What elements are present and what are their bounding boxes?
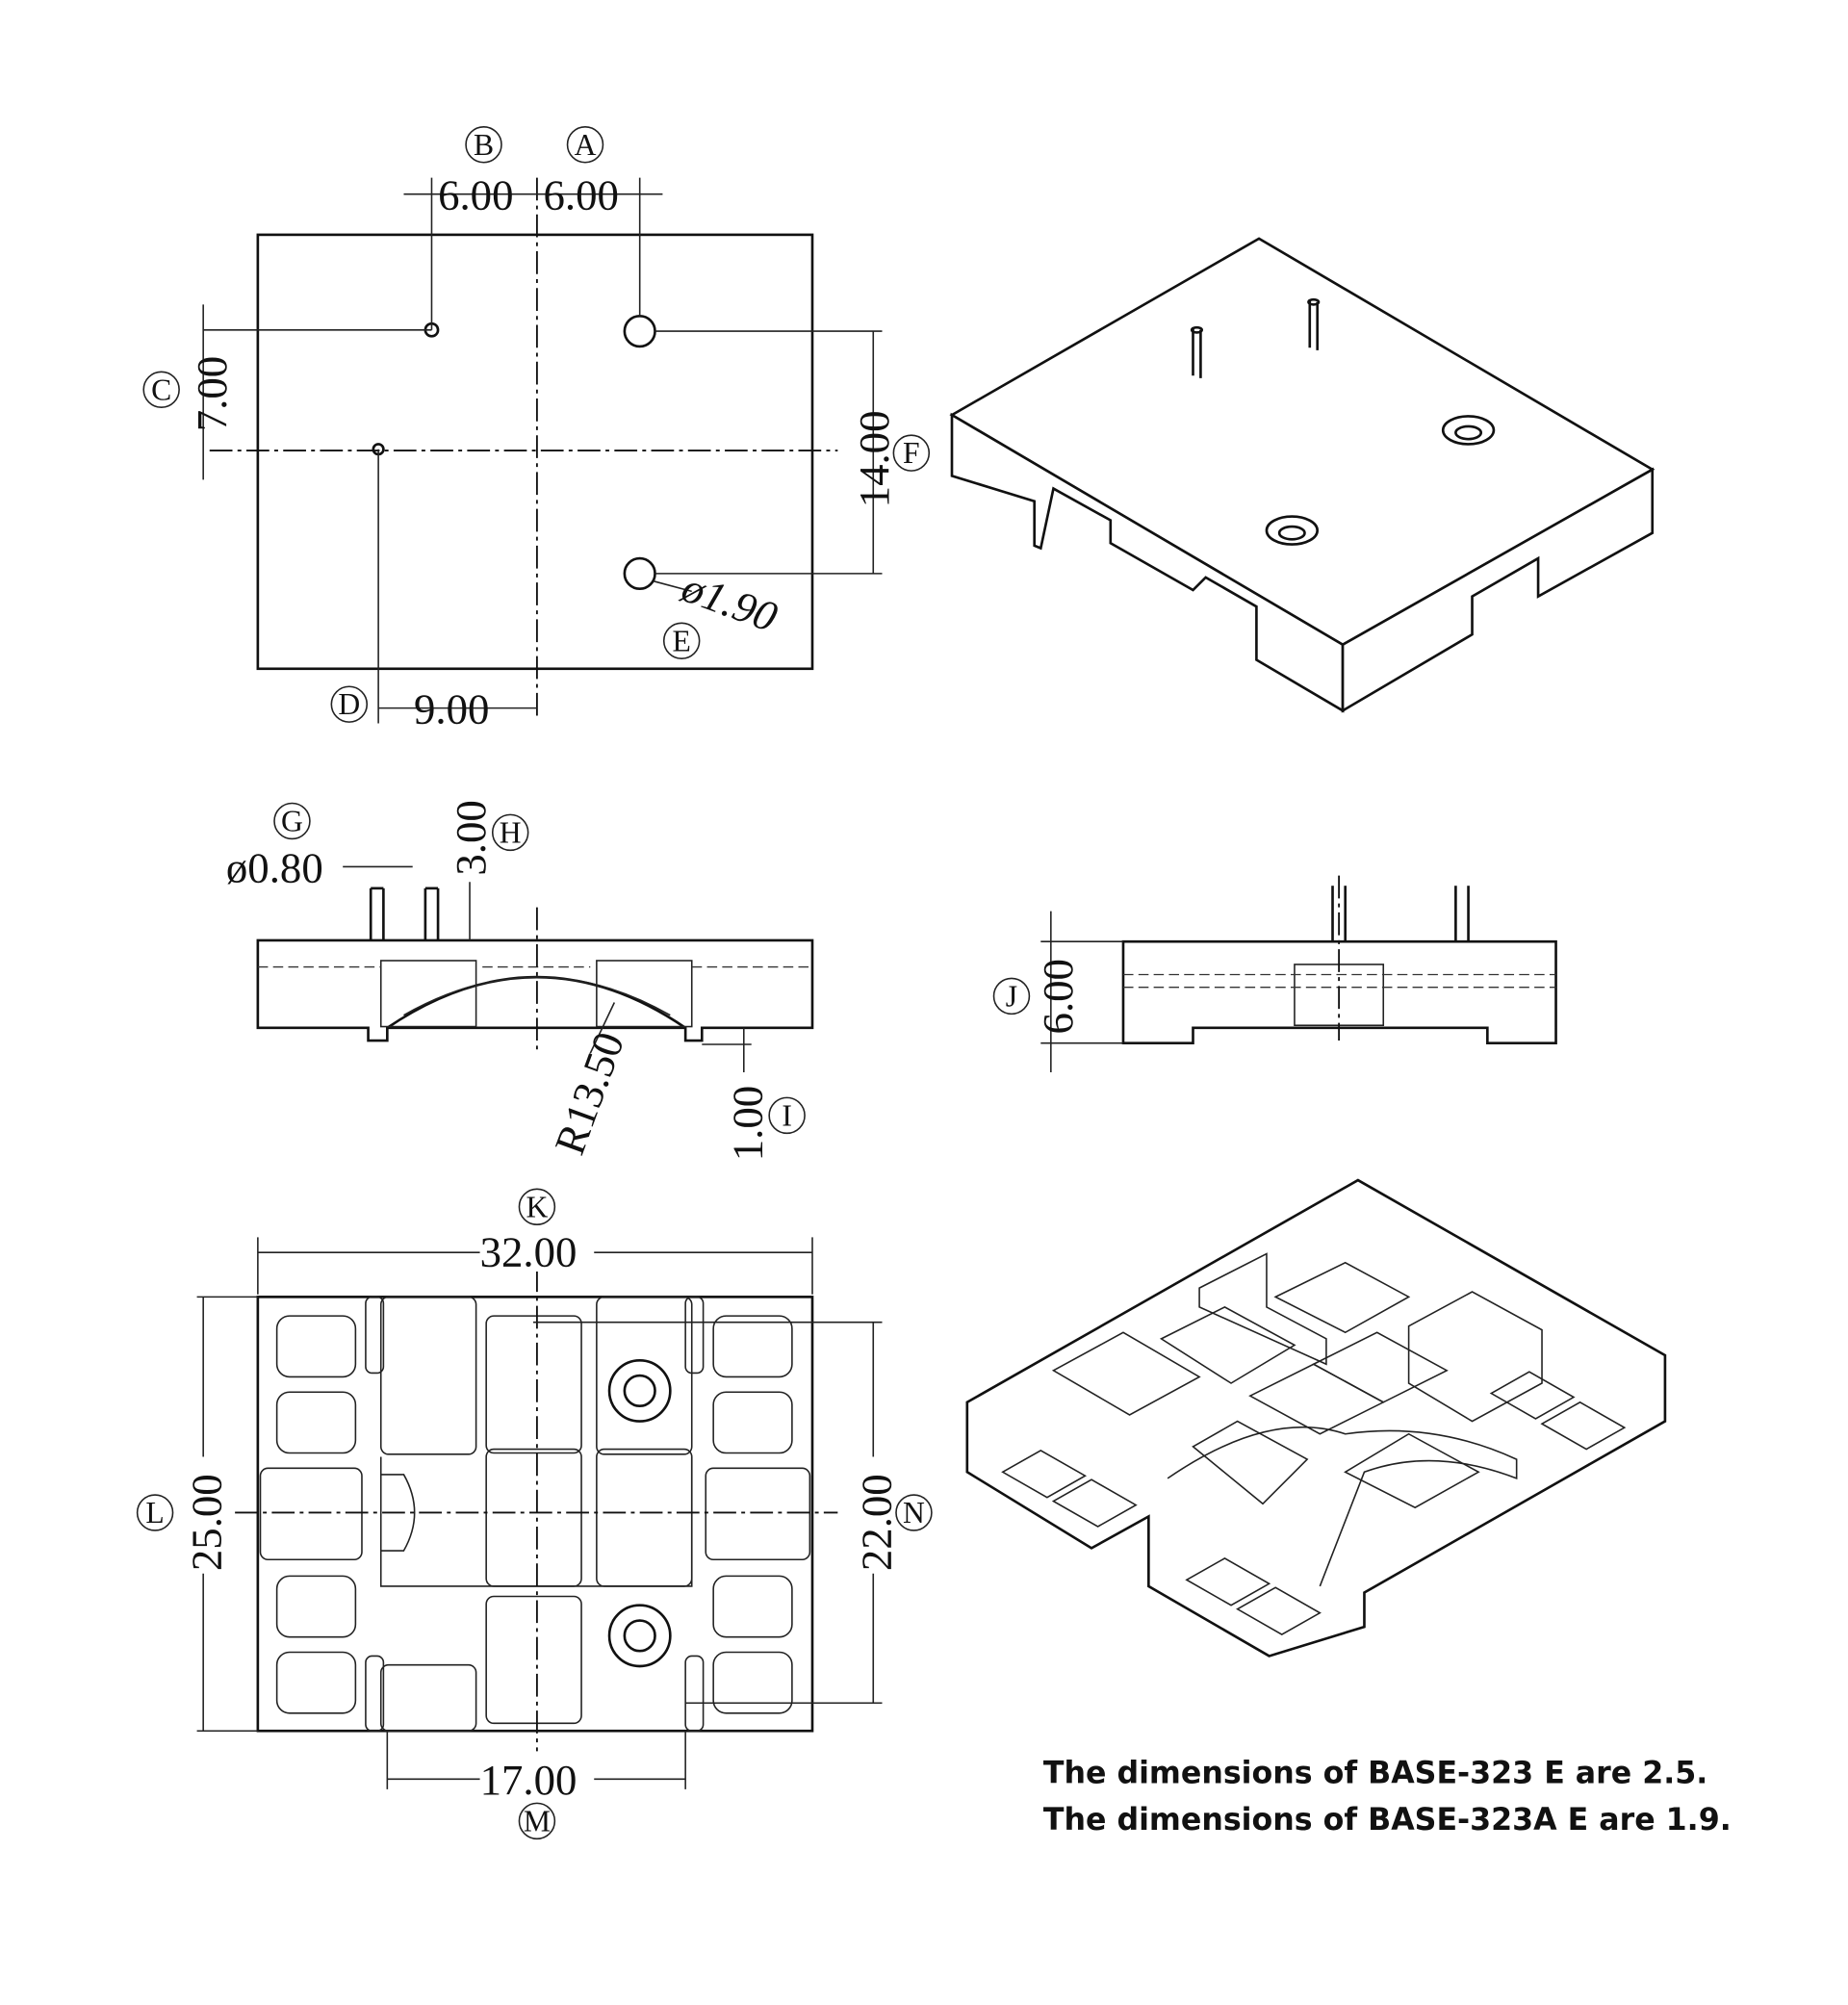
svg-text:J: J [1006,979,1017,1013]
mount-hole [623,556,656,591]
isometric-bottom-view [965,1178,1667,1658]
callout-l: L [136,1494,174,1531]
top-outline [256,233,814,671]
dim-inner: 22.00 [853,1474,901,1571]
note-base-323: The dimensions of BASE-323 E are 2.5. [1043,1756,1707,1790]
svg-text:H: H [500,815,522,849]
side-view: 6.00 J [992,875,1557,1073]
callout-i: I [768,1096,806,1135]
dim-pin-height: 3.00 [447,800,495,875]
dim-width: 32.00 [480,1228,578,1276]
mount-hole [623,314,656,348]
svg-text:E: E [673,624,691,657]
callout-k: K [518,1188,556,1226]
dim-pin-dia: ø0.80 [226,843,323,891]
callout-n: N [895,1494,933,1531]
front-view: ø0.80 3.00 R13.50 1.00 G H I [226,800,814,1161]
callout-h: H [491,813,529,852]
svg-text:N: N [903,1496,925,1529]
dim-radius: R13.50 [545,1026,633,1161]
svg-text:G: G [281,805,303,838]
svg-text:A: A [575,128,597,162]
svg-text:D: D [338,687,360,721]
svg-text:C: C [151,373,171,406]
callout-m: M [518,1802,556,1840]
dim-depth: 25.00 [183,1474,231,1571]
callout-a: A [566,126,604,164]
svg-text:K: K [526,1190,548,1223]
dim-a: 6.00 [543,171,618,219]
callout-c: C [142,371,180,408]
callout-d: D [330,685,369,723]
dim-f: 14.00 [850,411,898,508]
isometric-top-view [949,237,1656,713]
svg-text:I: I [782,1098,792,1132]
svg-text:L: L [145,1496,164,1529]
callout-f: F [892,434,931,472]
dim-d: 9.00 [414,684,489,733]
callout-j: J [992,977,1031,1015]
dim-height: 6.00 [1034,959,1082,1034]
bottom-view: 32.00 25.00 22.00 17.00 K L N M [136,1188,933,1840]
note-base-323a: The dimensions of BASE-323A E are 1.9. [1043,1803,1732,1838]
svg-text:B: B [474,128,494,162]
dim-c: 7.00 [188,356,236,431]
callout-g: G [273,802,311,840]
dim-slot: 17.00 [480,1756,578,1804]
callout-b: B [465,126,502,164]
callout-e: E [662,622,701,660]
dim-step: 1.00 [723,1086,771,1161]
top-view: 6.00 6.00 7.00 14.00 ø1.90 9.00 B A C F … [142,126,931,733]
svg-text:F: F [903,436,920,470]
dim-b: 6.00 [438,171,513,219]
svg-text:M: M [524,1804,551,1838]
